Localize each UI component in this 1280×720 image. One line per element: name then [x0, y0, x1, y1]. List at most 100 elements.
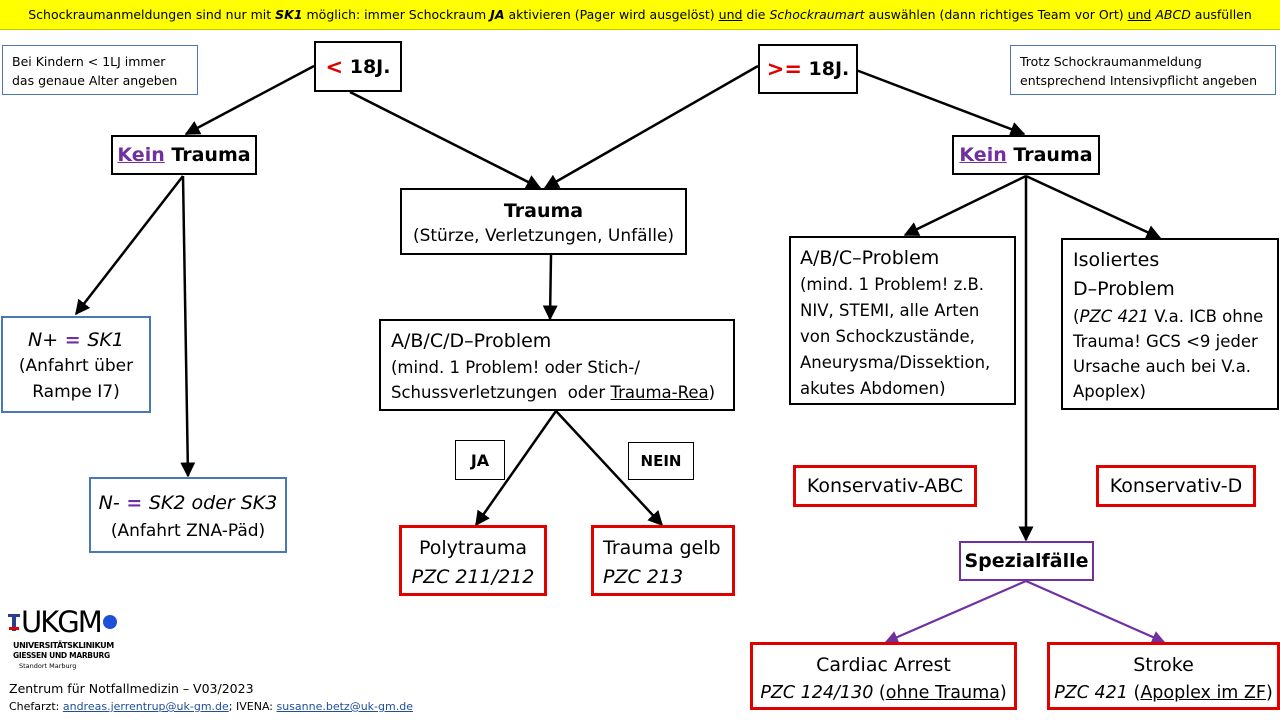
d-line: Trauma! GCS <9 jeder: [1073, 332, 1258, 351]
d-pzc: PZC 421: [1079, 307, 1149, 326]
abc-problem-box: A/B/C–Problem (mind. 1 Problem! z.B. NIV…: [789, 236, 1016, 405]
n-minus-box: N- = SK2 oder SK3 (Anfahrt ZNA-Päd): [89, 477, 287, 553]
banner-text: aktivieren (Pager wird ausgelöst): [504, 7, 719, 22]
banner-schockraumart: Schockraumart: [769, 7, 865, 22]
d-line: Isoliertes: [1073, 249, 1160, 271]
paren: ): [999, 683, 1007, 703]
d-line: (: [1073, 307, 1080, 326]
abc-line: Aneurysma/Dissektion,: [800, 353, 991, 372]
banner-und: und: [1127, 7, 1152, 22]
chefarzt-email-link[interactable]: andreas.jerrentrup@uk-gm.de: [62, 700, 229, 713]
abcd-line: Schussverletzungen oder: [391, 383, 611, 402]
polytrauma-box: Polytrauma PZC 211/212: [399, 525, 547, 596]
logo-line: UNIVERSITÄTSKLINIKUM: [13, 641, 114, 650]
stroke-note: Apoplex im ZF: [1140, 683, 1266, 703]
cardiac-arrest-box: Cardiac Arrest PZC 124/130 (ohne Trauma): [750, 642, 1017, 710]
d-line: Ursache auch bei V.a.: [1073, 357, 1252, 376]
abcd-line: (mind. 1 Problem! oder Stich-/: [391, 358, 640, 377]
n-plus-label: N+: [28, 329, 59, 351]
note-line: das genaue Alter angeben: [12, 73, 178, 88]
sk-level: SK2 oder SK3: [148, 492, 278, 514]
banner-text: Schockraumanmeldungen sind nur mit: [28, 7, 276, 22]
konservativ-abc-box: Konservativ-ABC: [793, 465, 977, 507]
trauma-gelb-code: PZC 213: [603, 566, 684, 588]
d-problem-box: Isoliertes D–Problem (PZC 421 V.a. ICB o…: [1061, 238, 1279, 410]
logo-dot-icon: [102, 615, 117, 629]
arrow-spezial-cardiac: [884, 579, 1027, 644]
trauma-subtitle: (Stürze, Verletzungen, Unfälle): [412, 226, 675, 246]
abc-line: von Schockzustände,: [800, 327, 975, 346]
banner-abcd: ABCD: [1155, 7, 1191, 22]
arrow-under18-trauma: [349, 90, 542, 190]
paren: (: [873, 683, 886, 703]
age-symbol: >=: [766, 57, 802, 81]
trauma-gelb-title: Trauma gelb: [603, 537, 721, 559]
n-plus-box: N+ = SK1 (Anfahrt über Rampe I7): [1, 316, 151, 413]
abc-line: NIV, STEMI, alle Arten: [800, 301, 980, 320]
banner-text: ausfüllen: [1190, 7, 1252, 22]
age-symbol: <: [325, 54, 344, 79]
banner-ja: JA: [490, 7, 505, 22]
arrow-keintrauma-dproblem: [1025, 174, 1162, 240]
cardiac-code: PZC 124/130: [760, 683, 874, 703]
note-line: Trotz Schockraumanmeldung: [1020, 54, 1202, 69]
arrow-under18-keintrauma: [184, 64, 315, 136]
ukgm-logo: UKGM UNIVERSITÄTSKLINIKUM GIESSEN UND MA…: [7, 606, 137, 678]
kein-word: Kein: [959, 144, 1007, 166]
n-minus-line: (Anfahrt ZNA-Päd): [110, 521, 266, 541]
logo-brand: UKGM: [21, 605, 103, 639]
d-line: D–Problem: [1073, 278, 1175, 300]
abcd-line: ): [708, 383, 716, 402]
abcd-title: A/B/C/D–Problem: [391, 330, 552, 352]
note-line: entsprechend Intensivpflicht angeben: [1020, 73, 1258, 88]
abc-title: A/B/C–Problem: [800, 247, 940, 269]
banner-und: und: [718, 7, 743, 22]
banner-text: die: [742, 7, 770, 22]
footer-center-name: Zentrum für Notfallmedizin – V03/2023: [9, 681, 254, 696]
trauma-rea: Trauma-Rea: [610, 383, 709, 402]
arrow-keintrauma-abc: [903, 174, 1027, 237]
arrow-keintrauma-nplus: [75, 175, 184, 316]
note-intensive: Trotz Schockraumanmeldung entsprechend I…: [1010, 45, 1276, 95]
n-plus-line: Rampe I7): [32, 382, 120, 402]
stroke-box: Stroke PZC 421 (Apoplex im ZF): [1047, 642, 1280, 710]
banner-text: möglich: immer Schockraum: [302, 7, 491, 22]
n-plus-line: (Anfahrt über: [18, 356, 134, 376]
ivena-email-link[interactable]: susanne.betz@uk-gm.de: [276, 700, 413, 713]
arrow-abcd-traumagelb: [555, 410, 664, 527]
arrow-spezial-stroke: [1025, 579, 1166, 644]
abc-line: (mind. 1 Problem! z.B.: [800, 275, 985, 294]
arrow-abcd-polytrauma: [474, 410, 558, 527]
equals-sign: =: [58, 329, 88, 351]
cardiac-note: ohne Trauma: [885, 683, 1000, 703]
paren: (: [1127, 683, 1141, 703]
logo-line: Standort Marburg: [19, 662, 77, 670]
trauma-box: Trauma (Stürze, Verletzungen, Unfälle): [400, 188, 687, 255]
top-banner: Schockraumanmeldungen sind nur mit SK1 m…: [0, 0, 1280, 30]
logo-line: GIESSEN UND MARBURG: [13, 651, 110, 660]
label-nein: NEIN: [628, 442, 694, 480]
equals-sign: =: [119, 492, 149, 514]
age-over-18: >= 18J.: [758, 44, 858, 94]
trauma-word: Trauma: [164, 144, 251, 166]
footer-contacts: Chefarzt: andreas.jerrentrup@uk-gm.de; I…: [9, 699, 413, 714]
note-line: Bei Kindern < 1LJ immer: [12, 54, 166, 69]
cardiac-title: Cardiac Arrest: [816, 654, 951, 676]
trauma-word: Trauma: [1006, 144, 1093, 166]
arrow-over18-trauma: [543, 64, 759, 190]
sk-level: SK1: [87, 329, 124, 351]
polytrauma-title: Polytrauma: [418, 537, 528, 559]
polytrauma-code: PZC 211/212: [411, 566, 535, 588]
kein-trauma-left: Kein Trauma: [111, 135, 257, 175]
d-line: Apoplex): [1073, 382, 1146, 401]
kein-word: Kein: [117, 144, 165, 166]
trauma-gelb-box: Trauma gelb PZC 213: [591, 525, 735, 596]
label-ja: JA: [455, 440, 505, 480]
n-minus-label: N-: [98, 492, 120, 514]
paren: ): [1265, 683, 1273, 703]
abc-line: akutes Abdomen): [800, 379, 946, 398]
age-text: 18J.: [343, 55, 391, 78]
banner-text: auswählen (dann richtiges Team vor Ort): [864, 7, 1128, 22]
university-crest-icon: [8, 614, 20, 631]
